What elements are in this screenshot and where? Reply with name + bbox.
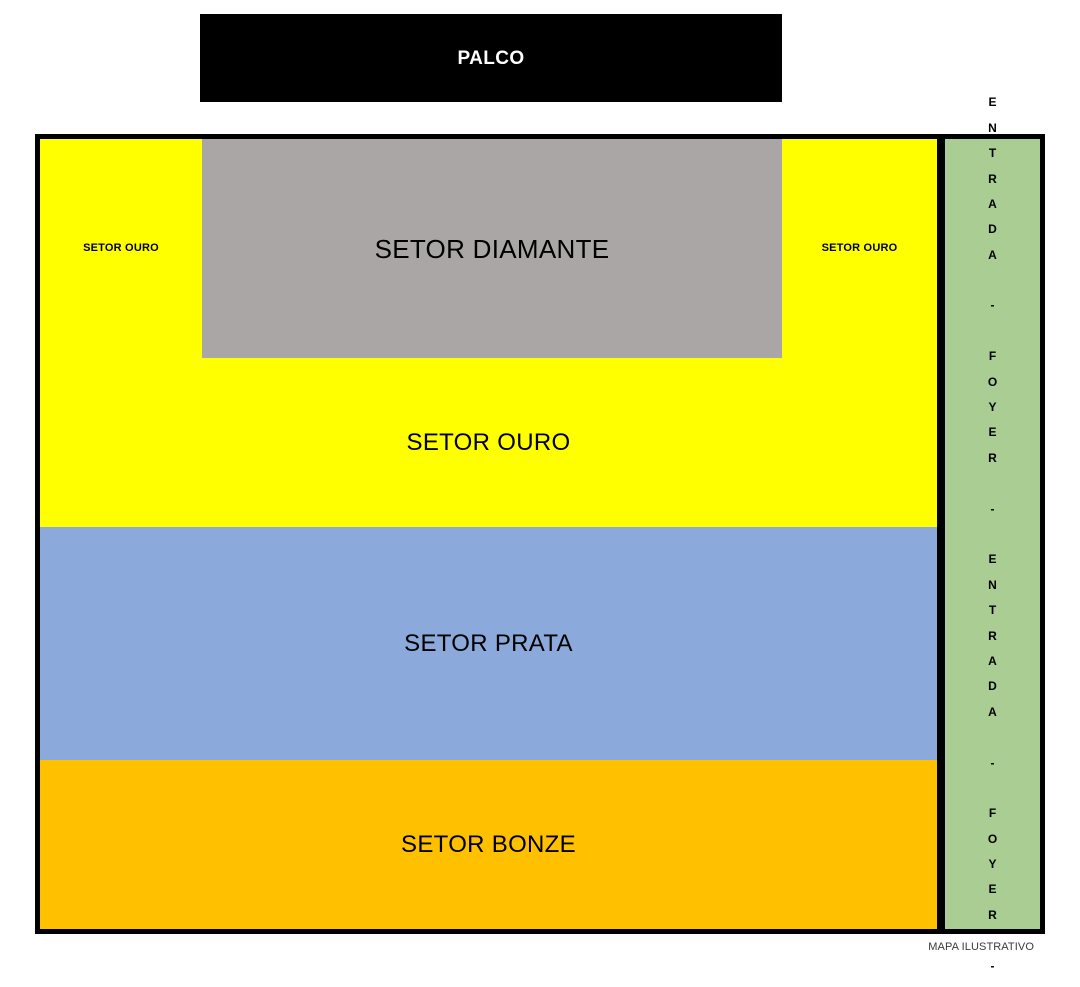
stage-label: PALCO	[457, 47, 525, 69]
foyer-letter: E	[988, 95, 997, 110]
foyer-letter: R	[988, 907, 997, 922]
foyer-letter: A	[988, 196, 997, 211]
foyer-letter: E	[988, 882, 997, 897]
sector-diamante-label: SETOR DIAMANTE	[374, 233, 610, 264]
foyer-letter: -	[990, 958, 995, 973]
foyer-letter: Y	[988, 857, 997, 872]
foyer-letter: D	[988, 679, 997, 694]
sector-ouro-left[interactable]: SETOR OURO	[40, 139, 202, 358]
upper-band: SETOR OURO SETOR DIAMANTE SETOR OURO	[40, 139, 937, 358]
foyer-letter: N	[988, 120, 997, 135]
map-caption: MAPA ILUSTRATIVO	[928, 941, 1034, 953]
seating-hall-inner: SETOR OURO SETOR DIAMANTE SETOR OURO SET…	[40, 96, 1040, 972]
foyer-letter: -	[990, 501, 995, 516]
sector-ouro-left-label: SETOR OURO	[83, 242, 159, 254]
foyer-letter: R	[988, 450, 997, 465]
foyer-letter: N	[988, 577, 997, 592]
sector-ouro-main-label: SETOR OURO	[406, 428, 571, 456]
foyer-letter: F	[988, 806, 997, 821]
foyer-letter: -	[990, 755, 995, 770]
foyer-letter: F	[988, 349, 997, 364]
foyer-divider	[937, 139, 945, 929]
foyer-letter: Y	[988, 400, 997, 415]
foyer-letter: T	[988, 146, 997, 161]
sector-diamante[interactable]: SETOR DIAMANTE	[202, 139, 782, 358]
stage-block[interactable]: PALCO	[200, 14, 782, 102]
sector-bonze-label: SETOR BONZE	[401, 830, 576, 858]
foyer-letter: R	[988, 171, 997, 186]
seating-hall: SETOR OURO SETOR DIAMANTE SETOR OURO SET…	[35, 96, 1045, 972]
sector-bonze[interactable]: SETOR BONZE	[40, 760, 937, 929]
foyer-letter: -	[990, 298, 995, 313]
foyer-letter: R	[988, 628, 997, 643]
sector-prata[interactable]: SETOR PRATA	[40, 527, 937, 760]
sector-ouro-main[interactable]: SETOR OURO	[40, 358, 937, 527]
sector-ouro-right[interactable]: SETOR OURO	[782, 139, 937, 358]
foyer-letter: A	[988, 247, 997, 262]
foyer-letter: E	[988, 425, 997, 440]
foyer-letter: A	[988, 653, 997, 668]
foyer-letter: E	[988, 552, 997, 567]
foyer-letter: T	[988, 603, 997, 618]
foyer-letter: O	[987, 374, 998, 389]
foyer-letter: A	[988, 704, 997, 719]
sector-prata-label: SETOR PRATA	[404, 629, 573, 657]
sector-ouro-right-label: SETOR OURO	[821, 242, 898, 254]
foyer-letter: O	[987, 831, 998, 846]
foyer-letter: D	[988, 222, 997, 237]
